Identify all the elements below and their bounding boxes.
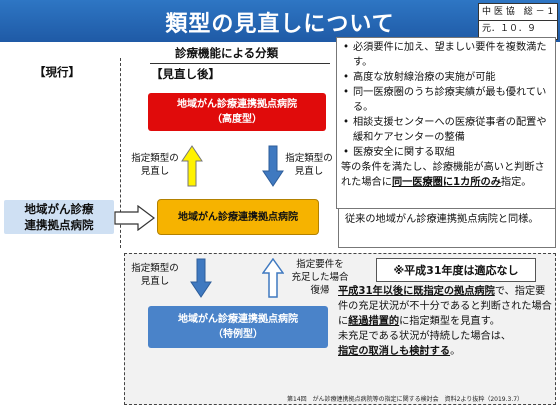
current-hospital-line-1: 地域がん診療: [24, 202, 94, 216]
designated-type-box: 地域がん診療連携拠点病院: [157, 199, 319, 235]
designated-description-text: 従来の地域がん診療連携拠点病院と同様。: [345, 214, 539, 225]
heading-underline: [150, 63, 330, 64]
lower-up-caption: 指定要件を 充足した場合 復帰: [282, 258, 358, 297]
lower-down-caption-line-1: 指定類型の: [131, 263, 179, 274]
reference-line-2: 元．１０．９: [482, 24, 537, 34]
special-emphasis-2: 経過措置的: [348, 316, 400, 327]
up-arrow-caption-line-2: 見直し: [140, 166, 170, 177]
criteria-list: 必須要件に加え、望ましい要件を複数満たす。 高度な放射線治療の実施が可能 同一医…: [341, 40, 551, 160]
designated-description-panel: 従来の地域がん診療連携拠点病院と同様。: [338, 208, 556, 248]
special-type-tag: （特例型）: [213, 329, 263, 340]
lower-down-caption: 指定類型の 見直し: [126, 262, 184, 288]
lower-down-caption-line-2: 見直し: [140, 276, 170, 287]
advanced-type-box: 地域がん診療連携拠点病院 （高度型）: [148, 93, 326, 131]
special-emphasis-1: 平成31年以後に既指定の拠点病院: [338, 286, 495, 297]
category-heading: 診療機能による分類: [175, 46, 279, 60]
up-arrow-icon: [181, 145, 203, 187]
page-title: 類型の見直しについて: [165, 12, 395, 37]
lower-down-arrow-icon: [190, 258, 212, 298]
designated-type-name: 地域がん診療連携拠点病院: [178, 211, 298, 223]
criteria-closing-end: 指定。: [500, 177, 532, 188]
criteria-closing: 等の条件を満たし、診療機能が高いと判断された場合に同一医療圏に1カ所のみ指定。: [341, 160, 551, 190]
advanced-type-name: 地域がん診療連携拠点病院: [177, 99, 297, 110]
criteria-item: 医療安全に関する取組: [343, 145, 551, 160]
current-hospital-line-2: 連携拠点病院: [24, 218, 94, 232]
special-text-4: 。: [450, 346, 461, 357]
source-footnote: 第14回 がん診療連携拠点病院等の指定に関する検討会 資料2より抜粋（2019.…: [287, 396, 524, 403]
special-text-3: 未充足である状況が持続した場合は、: [338, 331, 512, 342]
criteria-item: 相談支援センターへの医療従事者の配置や緩和ケアセンターの整備: [343, 115, 551, 145]
up-arrow-caption-line-1: 指定類型の: [131, 153, 179, 164]
special-emphasis-3: 指定の取消しも検討する: [338, 346, 451, 357]
special-text-1: で、指定要件の充足状況が不十分であると判断された場合に: [338, 286, 552, 327]
lower-up-caption-line-3: 復帰: [310, 285, 330, 296]
down-arrow-caption-line-2: 見直し: [294, 166, 324, 177]
revised-label: 【見直し後】: [151, 67, 220, 81]
down-arrow-caption: 指定類型の 見直し: [282, 152, 336, 178]
special-type-name: 地域がん診療連携拠点病院: [178, 314, 298, 325]
lower-up-arrow-icon: [262, 258, 284, 298]
special-text-2: に指定類型を見直す。: [399, 316, 500, 327]
reference-line-1: 中 医 協 総 － 1: [479, 4, 557, 21]
divider-line: [120, 58, 121, 248]
special-type-box: 地域がん診療連携拠点病院 （特例型）: [148, 306, 328, 348]
criteria-closing-text: 等の条件を満たし、診療機能が高いと判断された場合に: [341, 162, 545, 188]
down-arrow-caption-line-1: 指定類型の: [285, 153, 333, 164]
special-type-description: 平成31年以後に既指定の拠点病院で、指定要件の充足状況が不十分であると判断された…: [338, 284, 552, 374]
advanced-type-tag: （高度型）: [212, 114, 262, 125]
criteria-item: 高度な放射線治療の実施が可能: [343, 70, 551, 85]
reference-box: 中 医 協 総 － 1 元．１０．９: [478, 3, 558, 40]
criteria-item: 同一医療圏のうち診療実績が最も優れている。: [343, 85, 551, 115]
lower-up-caption-line-1: 指定要件を: [296, 259, 344, 270]
lower-up-caption-line-2: 充足した場合: [291, 272, 349, 283]
advanced-criteria-panel: 必須要件に加え、望ましい要件を複数満たす。 高度な放射線治療の実施が可能 同一医…: [336, 37, 556, 209]
current-hospital-box: 地域がん診療 連携拠点病院: [4, 200, 114, 234]
current-label: 【現行】: [34, 65, 80, 79]
transition-arrow-icon: [114, 205, 155, 231]
down-arrow-icon: [262, 145, 284, 187]
header-bar: [0, 0, 560, 42]
criteria-closing-emphasis: 同一医療圏に1カ所のみ: [391, 177, 501, 188]
up-arrow-caption: 指定類型の 見直し: [126, 152, 184, 178]
fiscal-year-note: ※平成31年度は適応なし: [376, 258, 536, 282]
criteria-item: 必須要件に加え、望ましい要件を複数満たす。: [343, 40, 551, 70]
